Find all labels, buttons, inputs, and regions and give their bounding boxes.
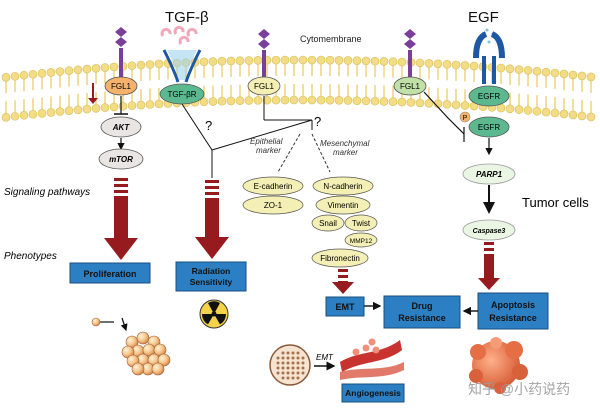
membrane-label: Cytomembrane xyxy=(300,34,362,44)
svg-text:Drug: Drug xyxy=(412,301,433,311)
fgl1-receptor-right: FGL1 xyxy=(393,29,427,96)
phenotype-proliferation: Proliferation xyxy=(69,262,151,284)
mesenchymal-marker-title-1: Mesenchymal xyxy=(320,139,370,148)
phenotype-angiogenesis: Angiogenesis xyxy=(341,383,405,403)
question-mark-right: ? xyxy=(314,114,321,129)
tumor-cells-label: Tumor cells xyxy=(522,195,589,210)
marker-twist: Twist xyxy=(344,214,378,232)
marker-vimentin: Vimentin xyxy=(315,195,371,215)
svg-text:EMT: EMT xyxy=(336,302,356,312)
svg-text:E-cadherin: E-cadherin xyxy=(254,182,293,191)
fgl1-label-left: FGL1 xyxy=(111,82,132,91)
svg-text:EMT: EMT xyxy=(316,353,334,362)
cell-membrane xyxy=(1,55,596,122)
akt-label: AKT xyxy=(112,123,131,132)
fgl1-label-right: FGL1 xyxy=(400,82,421,91)
marker-zo1: ZO-1 xyxy=(242,195,304,215)
fgl1-receptor-left: FGL1 xyxy=(104,27,138,96)
phenotypes-label: Phenotypes xyxy=(4,251,57,262)
tgf-beta-ligand-label: TGF-β xyxy=(165,9,209,26)
phenotype-links xyxy=(364,301,478,316)
phosphorylation-label: P xyxy=(463,115,468,122)
marker-e-cadherin: E-cadherin xyxy=(242,176,304,196)
svg-text:Resistance: Resistance xyxy=(489,313,537,323)
svg-text:Resistance: Resistance xyxy=(398,313,446,323)
svg-text:Proliferation: Proliferation xyxy=(83,269,136,279)
egfr-label-bottom: EGFR xyxy=(478,123,500,132)
fgl1-receptor-middle: FGL1 xyxy=(247,29,281,96)
svg-text:Angiogenesis: Angiogenesis xyxy=(345,388,401,398)
blood-vessel-illustration xyxy=(340,338,404,380)
radiation-icon xyxy=(199,299,229,329)
egf-ligand-label: EGF xyxy=(468,9,499,26)
egfr-label-top: EGFR xyxy=(478,92,500,101)
arrow-to-proliferation xyxy=(104,178,138,260)
tgf-beta-receptor: TGF-βR xyxy=(159,49,205,105)
phenotype-arrows xyxy=(104,178,500,294)
svg-text:Apoptosis: Apoptosis xyxy=(491,300,535,310)
svg-text:Sensitivity: Sensitivity xyxy=(190,277,233,287)
svg-text:Radiation: Radiation xyxy=(192,266,231,276)
egfr-receptor: EGFR EGFR P xyxy=(459,31,510,138)
svg-text:Snail: Snail xyxy=(319,219,337,228)
parp1-node: PARP1 xyxy=(462,138,516,185)
caspase3-label: Caspase3 xyxy=(473,228,506,235)
svg-text:Vimentin: Vimentin xyxy=(328,201,359,210)
marker-n-cadherin: N-cadherin xyxy=(312,176,374,196)
svg-text:N-cadherin: N-cadherin xyxy=(323,182,362,191)
svg-text:Fibronectin: Fibronectin xyxy=(320,254,360,263)
cell-culture-dish-illustration xyxy=(269,344,311,386)
svg-text:Twist: Twist xyxy=(352,219,371,228)
phenotype-apoptosis-resistance: Apoptosis Resistance xyxy=(477,292,549,330)
tgf-beta-receptor-label: TGF-βR xyxy=(167,90,196,99)
emt-small-arrow: EMT xyxy=(314,353,336,371)
downregulation-arrow-icon xyxy=(88,83,98,104)
tgf-beta-ligand-icon xyxy=(160,25,198,45)
marker-fibronectin: Fibronectin xyxy=(311,248,369,268)
epithelial-marker-title-2: marker xyxy=(256,146,281,155)
mesenchymal-marker-title-2: marker xyxy=(333,148,358,157)
epithelial-marker-title-1: Epithelial xyxy=(250,137,283,146)
phenotype-radiation-sensitivity: Radiation Sensitivity xyxy=(175,261,247,292)
akt-node: AKT xyxy=(100,96,142,138)
watermark-text: 知乎 @小药说药 xyxy=(468,381,570,397)
svg-text:MMP12: MMP12 xyxy=(350,238,373,245)
marker-snail: Snail xyxy=(311,214,345,232)
phenotype-emt: EMT xyxy=(325,296,365,317)
mtor-node: mTOR xyxy=(98,138,144,170)
caspase3-node: Caspase3 xyxy=(462,185,516,241)
arrow-to-apoptosis xyxy=(478,242,500,290)
proliferating-cells-illustration xyxy=(91,317,171,376)
question-mark-left: ? xyxy=(205,118,212,133)
tumor-illustration xyxy=(469,337,528,394)
parp1-label: PARP1 xyxy=(476,170,503,179)
arrow-to-emt xyxy=(332,269,354,294)
phenotype-drug-resistance: Drug Resistance xyxy=(383,295,461,329)
marker-mmp12: MMP12 xyxy=(344,232,378,248)
marker-dashed-lines xyxy=(277,133,331,173)
fgl1-label-middle: FGL1 xyxy=(254,82,275,91)
arrow-to-radiation xyxy=(195,180,229,259)
mtor-label: mTOR xyxy=(109,155,133,164)
signaling-pathways-label: Signaling pathways xyxy=(4,187,90,198)
branch-lines xyxy=(181,96,313,178)
svg-text:ZO-1: ZO-1 xyxy=(264,201,283,210)
inhibition-fgl1-egfr xyxy=(423,91,465,142)
